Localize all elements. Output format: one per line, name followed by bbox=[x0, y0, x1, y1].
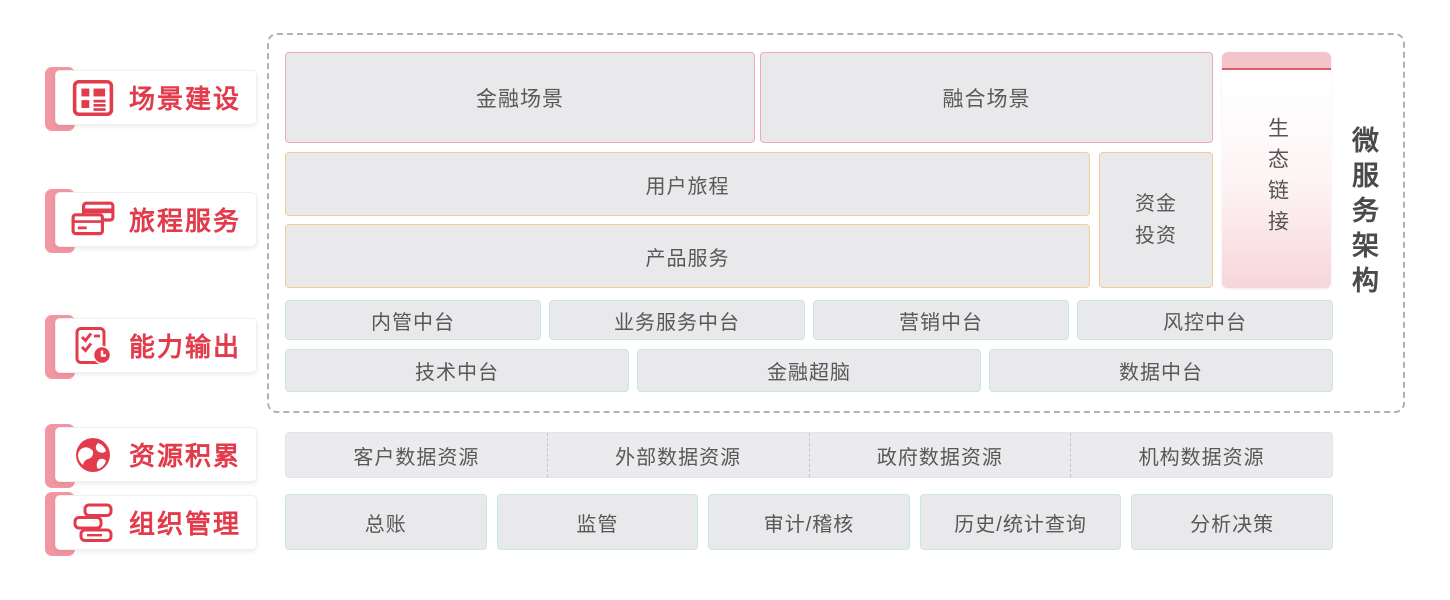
box-business-service-platform: 业务服务中台 bbox=[549, 300, 805, 340]
layout-grid-icon bbox=[70, 77, 116, 119]
cell-customer-data: 客户数据资源 bbox=[286, 433, 548, 477]
box-data-platform: 数据中台 bbox=[989, 349, 1333, 392]
box-eco-link: 生态链接 bbox=[1222, 52, 1331, 288]
sidebar-label: 组织管理 bbox=[129, 509, 242, 539]
box-label: 营销中台 bbox=[899, 311, 983, 334]
globe-icon bbox=[70, 434, 116, 476]
cell-government-data: 政府数据资源 bbox=[810, 433, 1072, 477]
box-label: 总账 bbox=[364, 513, 407, 536]
management-row: 总账 监管 审计/稽核 历史/统计查询 分析决策 bbox=[285, 494, 1333, 550]
platform-row-1: 内管中台 业务服务中台 营销中台 风控中台 bbox=[285, 300, 1333, 340]
box-user-journey: 用户旅程 bbox=[285, 152, 1090, 216]
cell-label: 外部数据资源 bbox=[615, 446, 742, 469]
sidebar-item-journey-service: 旅程服务 bbox=[45, 189, 257, 253]
box-label: 业务服务中台 bbox=[614, 311, 740, 334]
sidebar-label: 旅程服务 bbox=[129, 206, 242, 236]
box-audit: 审计/稽核 bbox=[708, 494, 910, 550]
box-general-ledger: 总账 bbox=[285, 494, 487, 550]
box-supervision: 监管 bbox=[496, 494, 699, 550]
box-technology-platform: 技术中台 bbox=[285, 349, 629, 392]
microservice-frame bbox=[267, 33, 1405, 413]
cards-icon bbox=[70, 199, 116, 241]
box-label: 技术中台 bbox=[415, 362, 499, 384]
box-label: 用户旅程 bbox=[645, 175, 730, 198]
ribbon-card: 场景建设 bbox=[55, 70, 257, 125]
box-label: 产品服务 bbox=[645, 247, 730, 270]
box-label: 生态链接 bbox=[1265, 117, 1289, 241]
box-financial-scene: 金融场景 bbox=[285, 52, 755, 143]
box-marketing-platform: 营销中台 bbox=[813, 300, 1069, 340]
box-label: 金融场景 bbox=[476, 87, 564, 111]
checklist-clock-icon bbox=[70, 325, 116, 367]
cell-institution-data: 机构数据资源 bbox=[1071, 433, 1332, 477]
box-label: 历史/统计查询 bbox=[954, 513, 1087, 536]
sidebar-label: 场景建设 bbox=[129, 84, 242, 114]
eco-cap bbox=[1222, 52, 1331, 68]
ribbon-card: 旅程服务 bbox=[55, 192, 257, 247]
ribbon-card: 组织管理 bbox=[55, 495, 257, 550]
cell-external-data: 外部数据资源 bbox=[548, 433, 810, 477]
box-financial-superbrain: 金融超脑 bbox=[637, 349, 981, 392]
box-product-service: 产品服务 bbox=[285, 224, 1090, 288]
box-history-statistics-query: 历史/统计查询 bbox=[919, 494, 1122, 550]
box-label: 金融超脑 bbox=[767, 362, 851, 384]
box-internal-mgmt-platform: 内管中台 bbox=[285, 300, 541, 340]
box-fund-investment: 资金投资 bbox=[1099, 152, 1213, 288]
box-label: 资金投资 bbox=[1135, 193, 1177, 247]
eco-body: 生态链接 bbox=[1222, 68, 1331, 288]
cell-label: 客户数据资源 bbox=[353, 446, 480, 469]
sidebar-item-capability-output: 能力输出 bbox=[45, 315, 257, 379]
box-label: 分析决策 bbox=[1190, 513, 1275, 536]
sidebar-item-resource-accumulation: 资源积累 bbox=[45, 424, 257, 488]
cell-label: 机构数据资源 bbox=[1138, 446, 1265, 469]
data-resources-strip: 客户数据资源 外部数据资源 政府数据资源 机构数据资源 bbox=[285, 432, 1333, 478]
org-flow-icon bbox=[70, 502, 116, 544]
box-label: 监管 bbox=[576, 513, 619, 536]
box-label: 内管中台 bbox=[371, 311, 455, 334]
microservice-architecture-label: 微服务架构 bbox=[1348, 126, 1378, 301]
sidebar-item-organization-management: 组织管理 bbox=[45, 492, 257, 556]
platform-row-2: 技术中台 金融超脑 数据中台 bbox=[285, 349, 1333, 392]
cell-label: 政府数据资源 bbox=[876, 446, 1003, 469]
box-label: 融合场景 bbox=[942, 87, 1031, 111]
box-fusion-scene: 融合场景 bbox=[760, 52, 1213, 143]
box-label: 风控中台 bbox=[1163, 311, 1247, 334]
sidebar-item-scene-construction: 场景建设 bbox=[45, 67, 257, 131]
sidebar-label: 资源积累 bbox=[129, 441, 242, 471]
ribbon-card: 能力输出 bbox=[55, 318, 257, 373]
sidebar-label: 能力输出 bbox=[129, 332, 242, 362]
box-analysis-decision: 分析决策 bbox=[1131, 494, 1333, 550]
box-label: 审计/稽核 bbox=[763, 513, 855, 536]
box-label: 数据中台 bbox=[1119, 362, 1203, 384]
box-risk-control-platform: 风控中台 bbox=[1077, 300, 1333, 340]
ribbon-card: 资源积累 bbox=[55, 427, 257, 482]
